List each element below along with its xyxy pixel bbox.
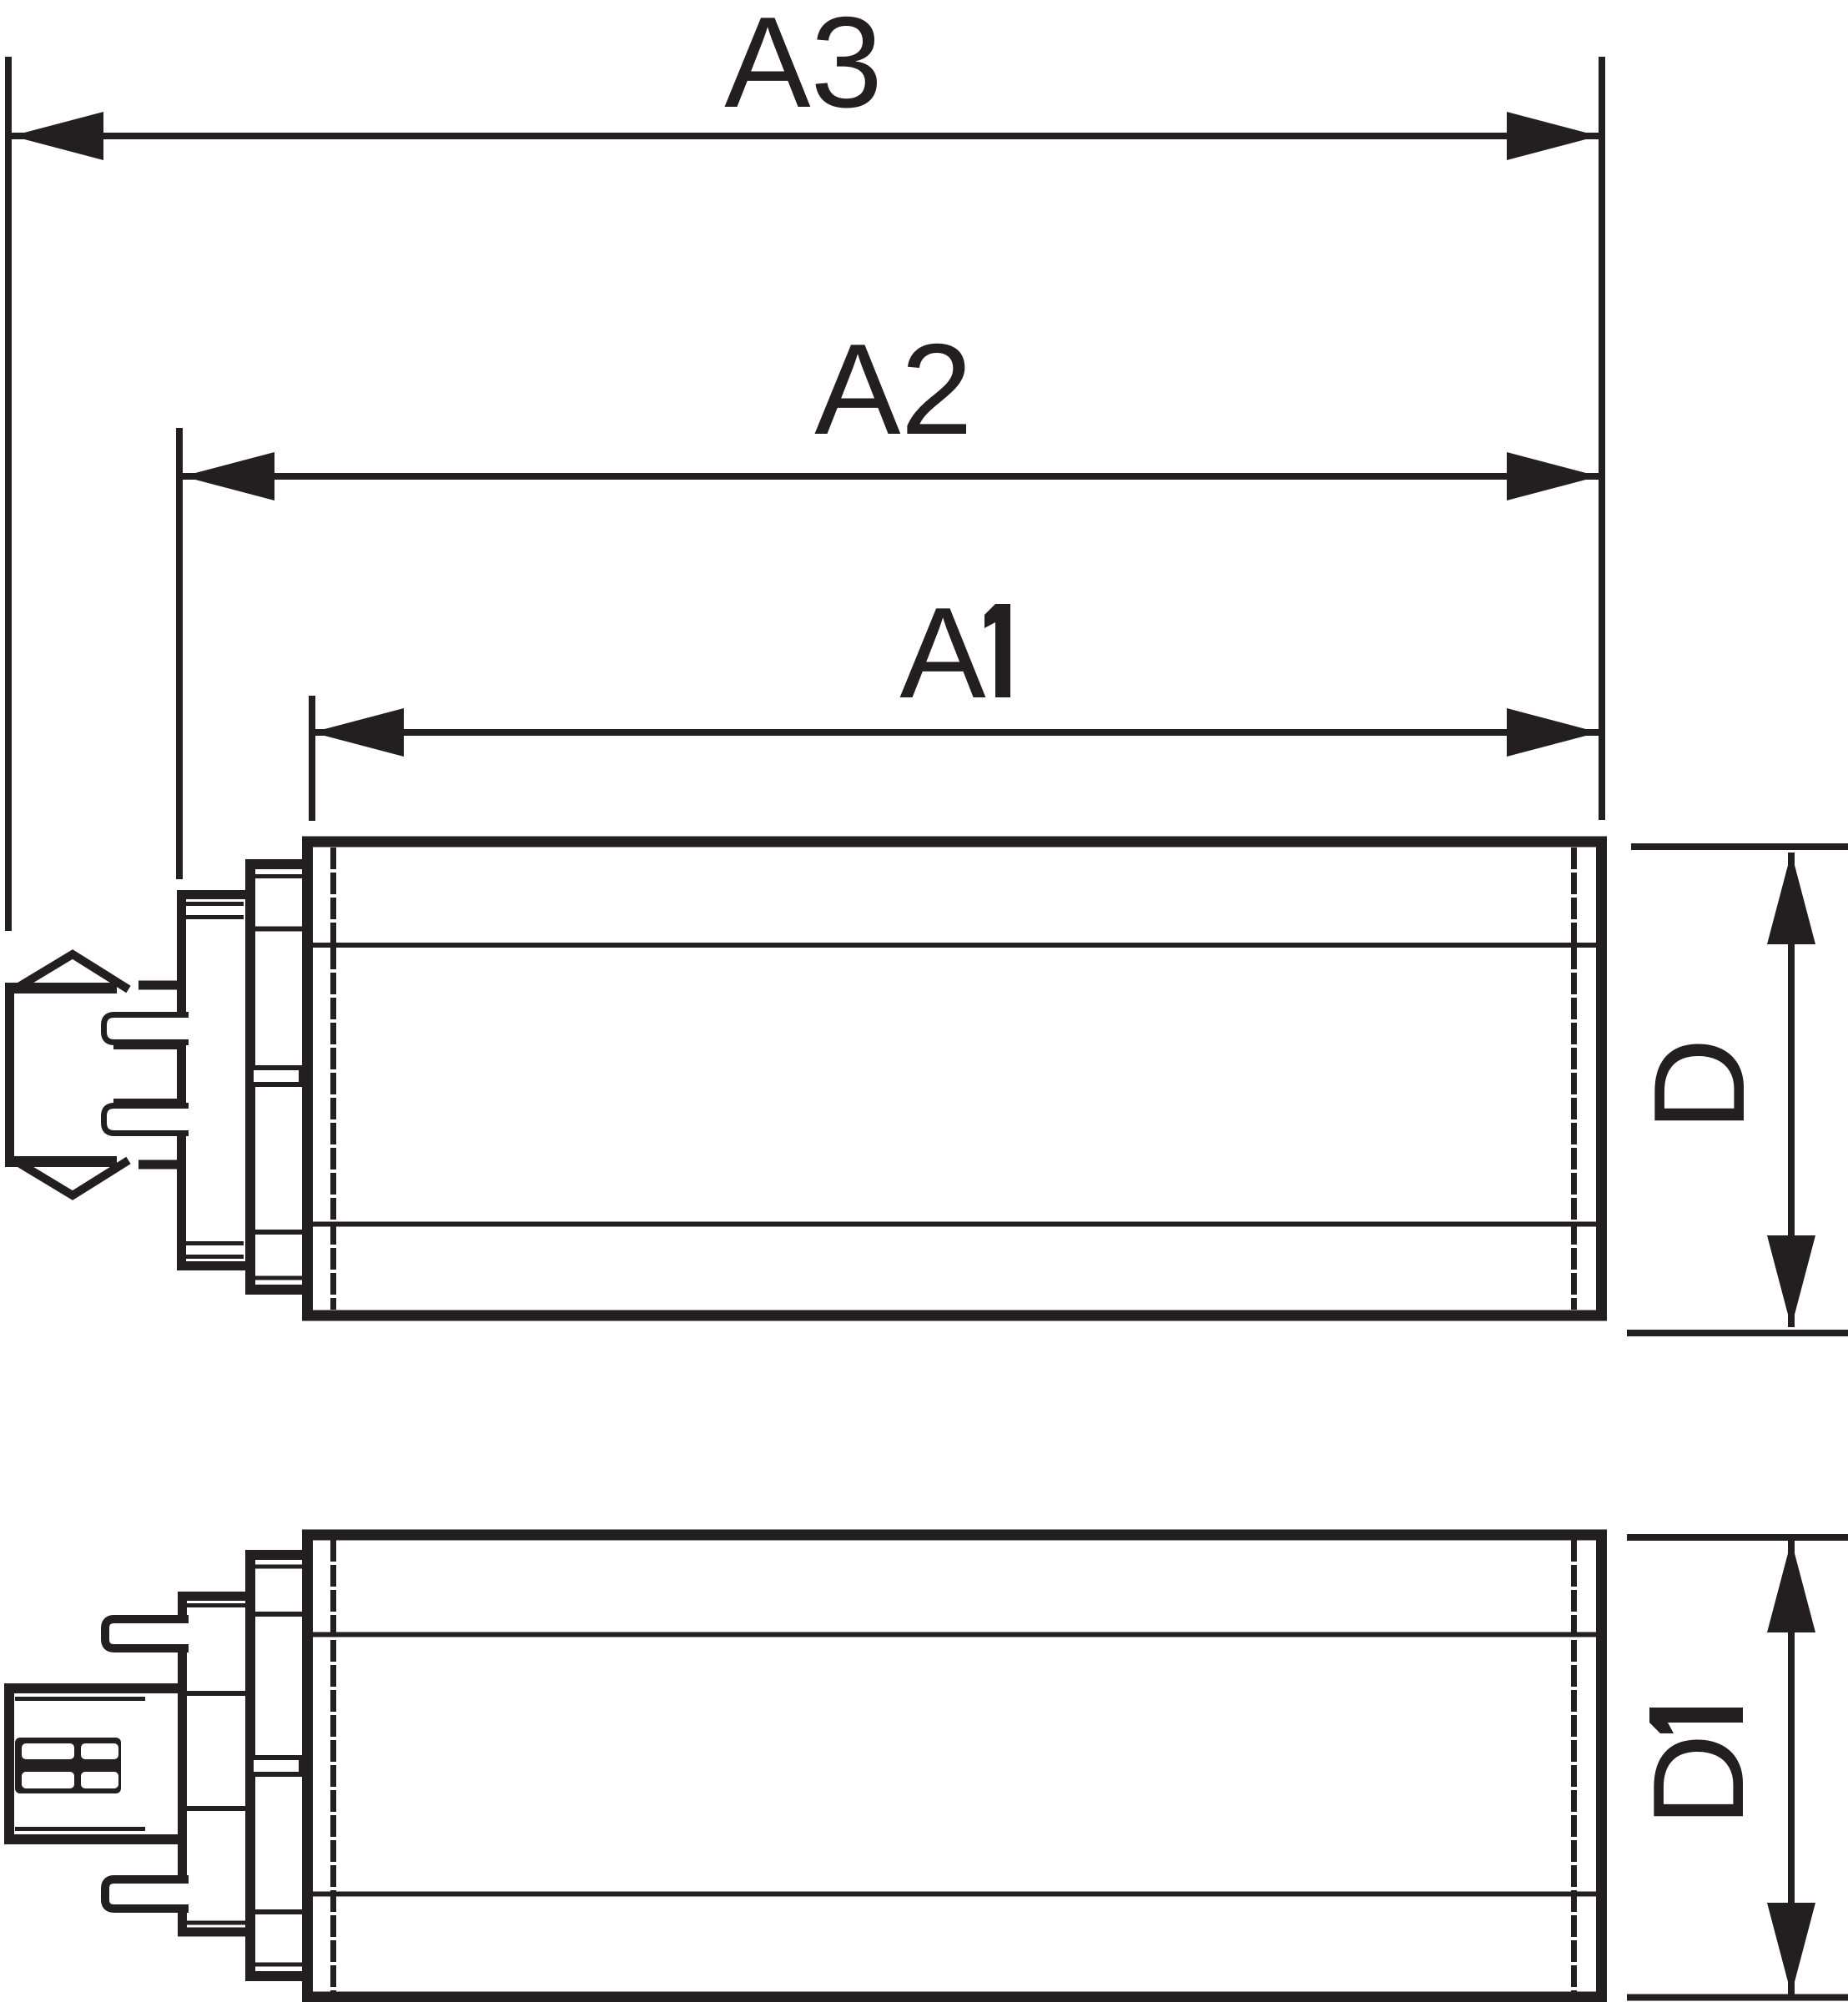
svg-text:D: D: [1626, 1733, 1770, 1827]
svg-text:A2: A2: [814, 317, 973, 461]
svg-text:D: D: [1627, 1038, 1771, 1131]
svg-text:A: A: [899, 581, 986, 725]
svg-text:A3: A3: [724, 0, 883, 134]
